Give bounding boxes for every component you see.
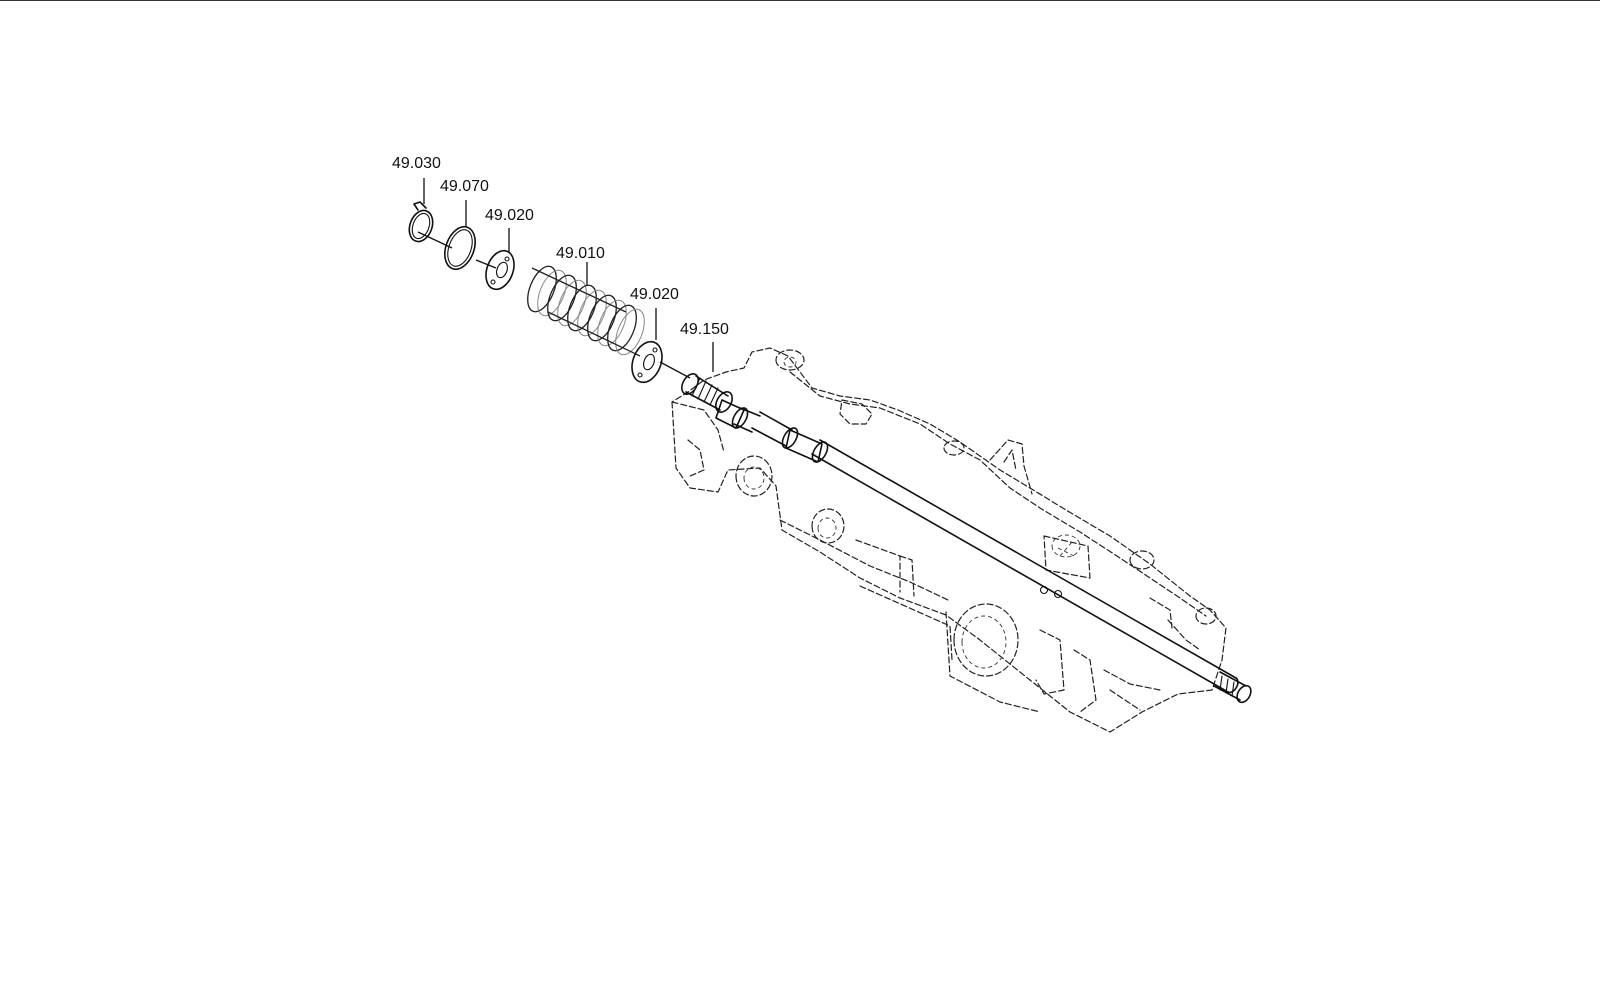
circlip-49-030 <box>408 201 434 243</box>
callout-49-020-upper: 49.020 <box>485 207 534 224</box>
callout-49-070: 49.070 <box>440 178 489 195</box>
callout-49-010: 49.010 <box>556 245 605 262</box>
pin-hole <box>1053 589 1063 599</box>
shift-shaft-49-150 <box>681 373 1252 704</box>
callout-leaders <box>423 178 714 372</box>
retaining-ring-49-070 <box>444 225 476 271</box>
gearbox-housing <box>671 347 1227 733</box>
compression-spring-49-010 <box>527 265 645 357</box>
washer-49-020-lower <box>631 340 663 384</box>
callout-49-150: 49.150 <box>680 321 729 338</box>
top-border-line <box>0 0 1600 1</box>
callout-labels: 49.030 49.070 49.020 49.010 49.020 49.15… <box>392 155 729 338</box>
callout-49-030: 49.030 <box>392 155 441 172</box>
assembly-axis <box>417 231 691 379</box>
washer-49-020-upper <box>485 249 515 291</box>
callout-49-020-lower: 49.020 <box>630 286 679 303</box>
